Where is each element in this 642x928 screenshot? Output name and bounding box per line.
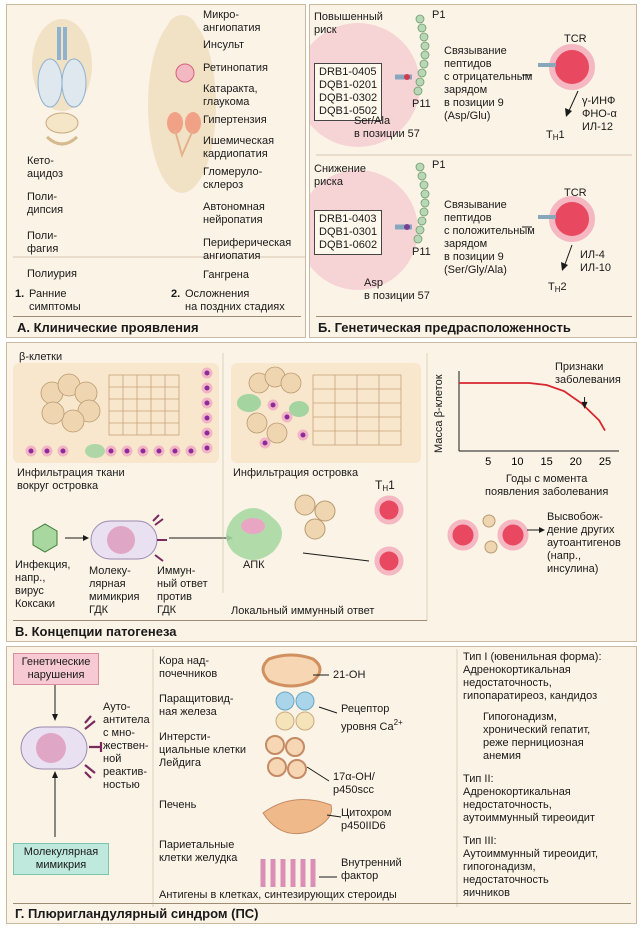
organ-liver: Печень [159,799,197,811]
chart-annotation: Признаки заболевания [555,361,621,386]
tcr-label-top: TCR [564,33,587,45]
panel-c-caption: В. Концепции патогенеза [15,624,177,639]
panel-a-caption: А. Клинические проявления [17,320,199,335]
chart-x-tick-label: 20 [570,456,582,468]
pathogenesis-illustration [13,353,545,621]
late-complication-hypertension: Гипертензия [203,114,267,126]
type-3-description: Тип III: Аутоиммунный тиреоидит, гипогон… [463,835,599,899]
panel-d-pluriglandular: Генетические нарушения Молекулярная мими… [6,646,637,924]
note1-number: 1. [15,288,25,300]
type-1-secondary: Гипогонадизм, хронический гепатит, реже … [483,711,591,762]
type-1-description: Тип I (ювенильная форма): Адренокортикал… [463,651,602,702]
antigen-intrinsic-factor: Внутренний фактор [341,857,402,882]
residue-57-bottom: Asp в позиции 57 [364,277,430,302]
late-complication-angiopathy: Периферическая ангиопатия [203,237,292,262]
chart-x-tick-label: 10 [511,456,523,468]
panel-d-caption: Г. Плюригландулярный синдром (ПС) [15,906,259,921]
chart-series-line [459,382,606,432]
caption-rule [13,316,301,317]
molecular-mimicry-gad: Молеку- лярная мимикрия ГДК [89,565,140,616]
binding-negative: Связывание пептидов с отрицательным заря… [444,45,533,122]
chart-xlabel: Годы с момента появления заболевания [485,473,609,498]
body-illustrations [13,15,305,258]
early-symptom-polyuria: Полиурия [27,268,77,280]
early-symptom-ketoacidosis: Кето- ацидоз [27,155,64,180]
autoantibodies-label: Ауто- антитела с мно- жествен- ной реакт… [103,701,150,791]
cytokines-th2: ИЛ-4 ИЛ-10 [580,249,612,274]
antigen-cyp2d6: Цитохром p450IID6 [341,807,392,832]
note2-number: 2. [171,288,181,300]
immune-response-gad: Иммун- ный ответ против ГДК [157,565,208,616]
chart-annotation-arrowhead [581,401,588,409]
chart-ylabel: Масса β-клеток [433,374,445,453]
th1-label-top: TH1 [546,129,565,142]
genetic-disorders-box: Генетические нарушения [13,653,99,685]
note2-text: Осложнения на поздних стадиях [185,288,285,313]
chart-x-tick-label: 25 [599,456,611,468]
organ-leydig: Интерсти- циальные клетки Лейдига [159,731,246,769]
late-complication-retinopathy: Ретинопатия [203,62,268,74]
th1-label: TH1 [375,478,395,494]
local-immune-response: Локальный иммунный ответ [231,605,375,617]
panel-b-caption: Б. Генетическая предрасположенность [318,320,571,335]
panel-b-genetics: Повышенный риск DRB1-0405 DQB1-0201 DQB1… [309,4,637,338]
infection-coxsackie: Инфекция, напр., вирус Коксаки [15,559,71,610]
steroid-antigens-footer: Антигены в клетках, синтезирующих стерои… [159,889,397,901]
antigen-21oh: 21-OH [333,669,366,681]
early-symptom-polydipsia: Поли- дипсия [27,191,64,216]
late-complication-stroke: Инсульт [203,39,245,51]
panel-a-clinical: Кето- ацидоз Поли- дипсия Поли- фагия По… [6,4,306,338]
tcr-label-bottom: TCR [564,187,587,199]
type-2-description: Тип II: Адренокортикальная недостаточнос… [463,773,595,824]
caption-rule [13,620,427,621]
p1-label-top: P1 [432,9,446,21]
panel-c-pathogenesis: β-клетки Инфильтрация ткани вокруг остро… [6,342,637,642]
residue-57-top: Ser/Ala в позиции 57 [354,115,420,140]
organ-stomach-parietal: Париетальные клетки желудка [159,839,238,864]
late-complication-cataract: Катаракта, глаукома [203,83,258,108]
p11-label-top: P11 [412,98,431,110]
caption-rule [13,903,631,904]
p1-label-bottom: P1 [432,159,446,171]
risk-decreased-label: Снижение риска [314,163,366,188]
risk-increased-label: Повышенный риск [314,11,383,36]
chart-x-tick-label: 5 [485,456,491,468]
late-complication-glomerulosclerosis: Гломеруло- склероз [203,166,263,191]
note1-text: Ранние симптомы [29,288,81,313]
cytokines-th1: γ-ИНФ ФНО-α ИЛ-12 [582,95,617,133]
caption-rule [316,316,632,317]
antigen-17oh: 17α-OH/ p450scc [333,771,375,796]
infiltration-peri-islet: Инфильтрация ткани вокруг островка [17,467,125,492]
binding-positive: Связывание пептидов с положительным заря… [444,199,535,276]
p11-label-bottom: P11 [412,246,431,258]
early-symptom-polyphagia: Поли- фагия [27,230,59,255]
th2-label-bottom: TH2 [548,281,567,294]
autoantigen-release: Высвобож- дение других аутоантигенов (на… [547,511,621,575]
organ-parathyroid: Паращитовид- ная железа [159,693,234,718]
beta-cell-mass-chart: 5 10 15 20 25 [458,371,619,468]
late-complication-microangiopathy: Микро- ангиопатия [203,9,261,34]
infiltration-islet: Инфильтрация островка [233,467,359,479]
beta-cells-label: β-клетки [19,351,63,363]
risk-increased-alleles: DRB1-0405 DQB1-0201 DQB1-0302 DQB1-0502 [314,63,383,121]
antigen-ca-receptor: Рецептор уровня Ca2+ [341,703,403,733]
pluriglandular-illustration [20,649,458,907]
molecular-mimicry-box: Молекулярная мимикрия [13,843,109,875]
risk-decreased-alleles: DRB1-0403 DQB1-0301 DQB1-0602 [314,210,383,255]
late-complication-gangrene: Гангрена [203,269,249,281]
late-complication-neuropathy: Автономная нейропатия [203,201,265,226]
chart-x-tick-label: 15 [540,456,552,468]
apc-label: АПК [243,559,265,571]
organ-adrenal-cortex: Кора над- почечников [159,655,218,680]
late-complication-ischemic: Ишемическая кардиопатия [203,135,275,160]
